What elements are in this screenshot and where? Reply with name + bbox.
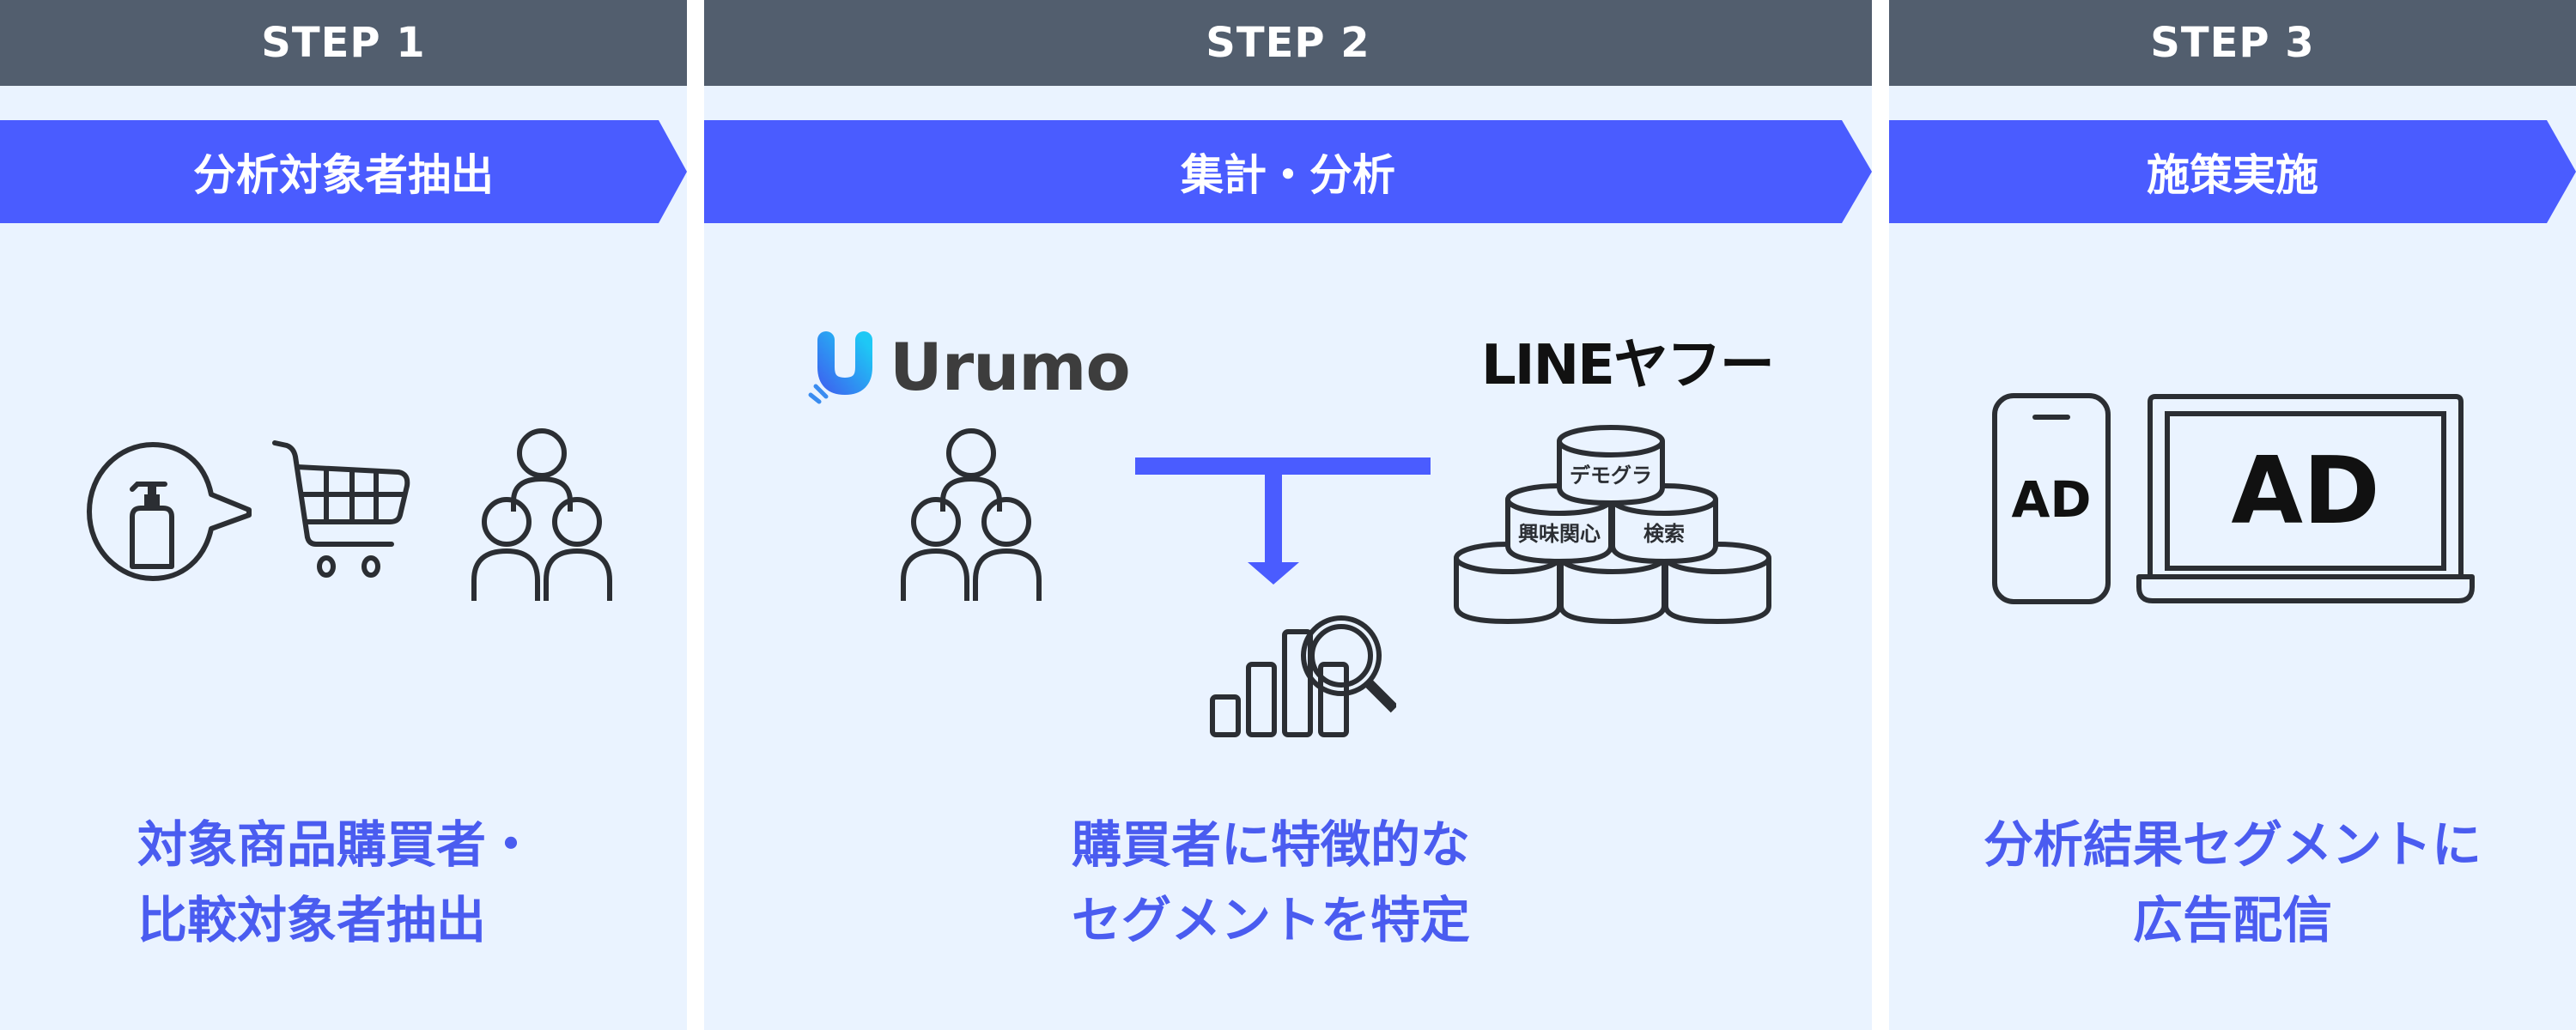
step-2-description: 購買者に特徴的な セグメントを特定 xyxy=(1072,807,1470,958)
step-1-header: STEP 1 xyxy=(0,0,687,86)
chevron-shape xyxy=(1889,120,2576,223)
description-line: セグメントを特定 xyxy=(1072,891,1471,949)
smartphone-icon: AD xyxy=(1992,393,2111,604)
description-line: 広告配信 xyxy=(2132,891,2332,949)
step-3-description: 分析結果セグメントに 広告配信 xyxy=(1889,807,2576,958)
step-1-chevron: 分析対象者抽出 xyxy=(0,120,687,223)
chevron-shape xyxy=(0,120,687,223)
people-group-icon xyxy=(471,428,612,601)
bar-chart-magnifier-icon xyxy=(1210,615,1396,737)
laptop-outline xyxy=(2136,394,2475,603)
cylinder-demographics xyxy=(1557,425,1665,506)
cylinder-label-search: 検索 xyxy=(1643,522,1685,546)
laptop-icon: AD xyxy=(2136,393,2475,604)
description-line: 比較対象者抽出 xyxy=(137,891,487,949)
step-2-panel: STEP 2 集計・分析 Urumo xyxy=(704,0,1872,1030)
cylinder-label-interest: 興味関心 xyxy=(1518,522,1601,546)
merge-arrow-icon xyxy=(1135,457,1431,585)
urumo-logo-text: Urumo xyxy=(890,328,1131,405)
step-3-header: STEP 3 xyxy=(1889,0,2576,86)
step-2-chevron: 集計・分析 xyxy=(704,120,1872,223)
database-stack-icon: デモグラ 興味関心 検索 xyxy=(1454,425,1771,625)
step-1-title: 分析対象者抽出 xyxy=(193,150,494,200)
step-3-chevron: 施策実施 xyxy=(1889,120,2576,223)
chevron-shape xyxy=(704,120,1872,223)
step-2-title: 集計・分析 xyxy=(1181,150,1395,200)
step-3-title: 施策実施 xyxy=(2147,150,2318,200)
lineyahoo-logo: LINEヤフー xyxy=(1481,334,1775,397)
step-1-panel: STEP 1 分析対象者抽出 xyxy=(0,0,687,1030)
speech-bubble-pump-bottle-icon xyxy=(87,442,252,581)
step-3-panel: STEP 3 施策実施 AD AD 分析結果セグメントに 広告配信 xyxy=(1889,0,2576,1030)
laptop-ad-label: AD xyxy=(2231,438,2380,545)
cylinder-label-demographics: デモグラ xyxy=(1570,464,1652,488)
shopping-cart-icon xyxy=(272,440,410,578)
people-group-icon xyxy=(901,428,1042,601)
step-1-description: 対象商品購買者・ 比較対象者抽出 xyxy=(137,807,536,958)
urumo-logo-icon xyxy=(808,331,872,404)
description-line: 分析結果セグメントに xyxy=(1983,815,2482,874)
smartphone-outline xyxy=(1992,393,2111,604)
urumo-logo: Urumo xyxy=(805,328,1131,405)
phone-ad-label: AD xyxy=(2011,470,2092,529)
description-line: 購買者に特徴的な xyxy=(1072,815,1471,874)
description-line: 対象商品購買者・ xyxy=(137,815,537,874)
step-2-header: STEP 2 xyxy=(704,0,1872,86)
